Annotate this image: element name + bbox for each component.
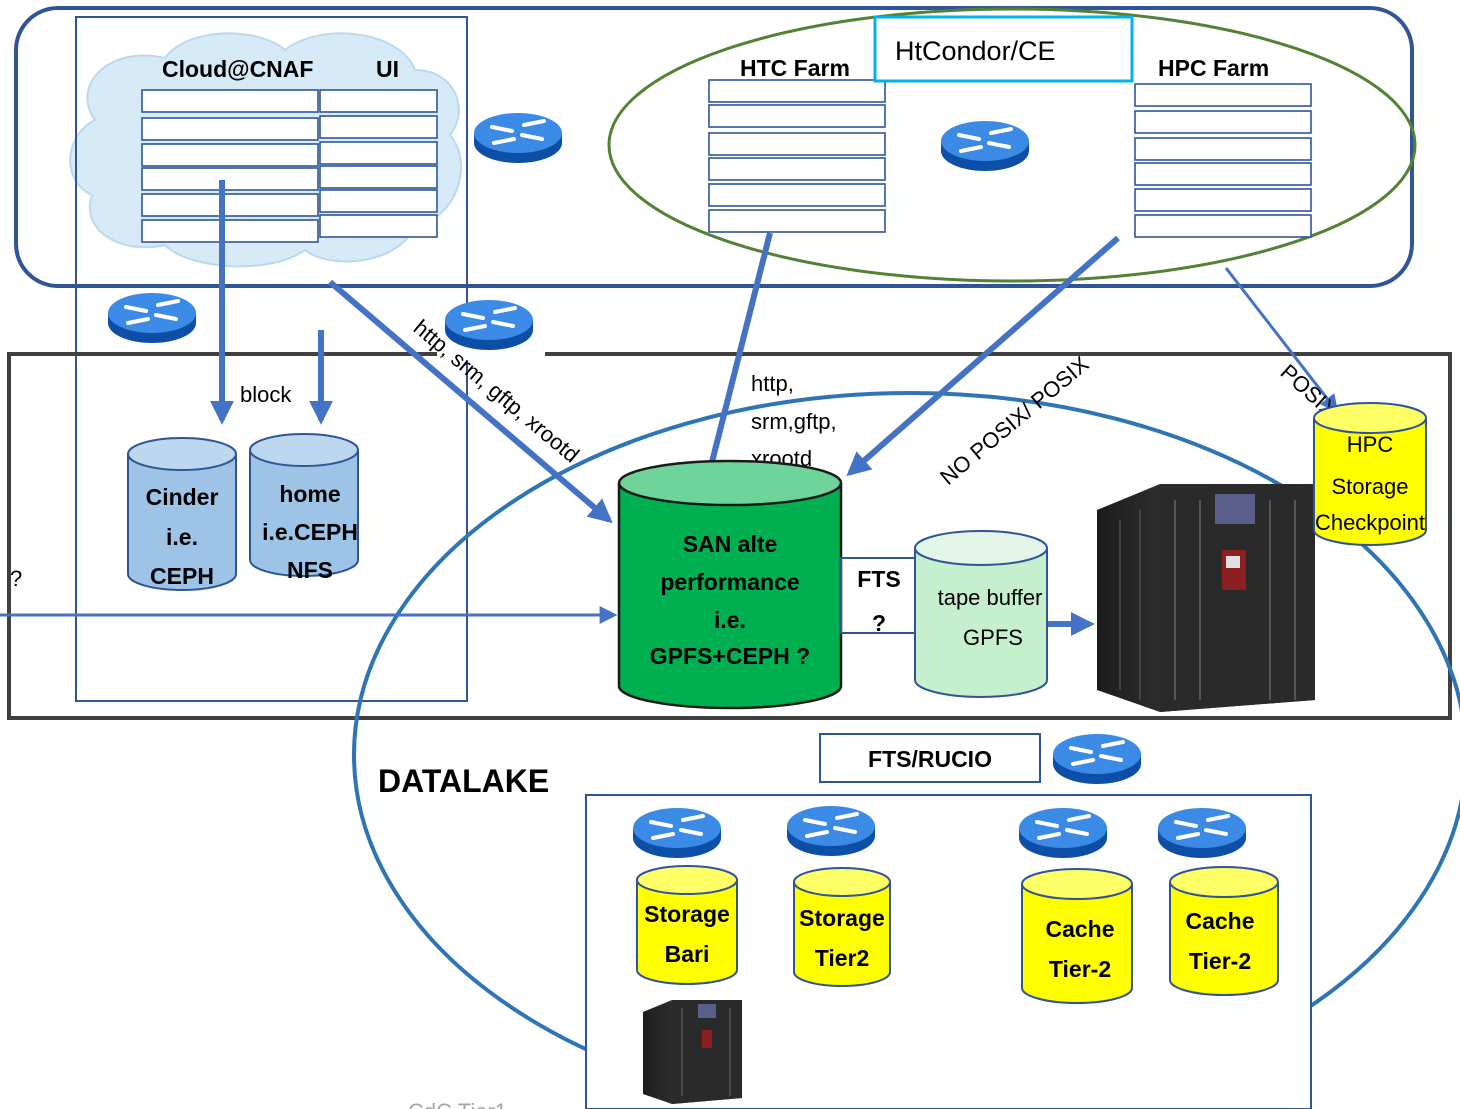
arrow-hpc-to-hpc-storage: [1224, 267, 1339, 413]
cache-a-line-1: Cache: [1045, 916, 1114, 942]
router-icon: [472, 111, 564, 165]
storage-tier2-line-2: Tier2: [815, 945, 870, 971]
router-icon: [1051, 732, 1143, 786]
storage-frame: [7, 352, 1452, 720]
tape-buffer-line-1: tape buffer: [938, 585, 1043, 610]
cinder-line-3: CEPH: [150, 563, 214, 589]
compute-frame: [14, 6, 1414, 288]
cinder-line-1: Cinder: [146, 484, 219, 510]
cache-b-line-2: Tier-2: [1189, 948, 1251, 974]
protocols-line-1: http,: [751, 371, 794, 396]
htc-farm-label: HTC Farm: [740, 55, 850, 81]
hpc-farm-label: HPC Farm: [1158, 55, 1269, 81]
cache-a-line-2: Tier-2: [1049, 956, 1111, 982]
tape-buffer-storage: tape buffer GPFS: [914, 530, 1048, 698]
san-storage: SAN alte performance i.e. GPFS+CEPH ?: [617, 459, 843, 710]
datalake-ellipse: [352, 391, 1460, 1109]
router-icon: [939, 119, 1031, 173]
storage-bari: Storage Bari: [636, 865, 738, 985]
ui-label: UI: [376, 56, 399, 82]
san-line-4: GPFS+CEPH ?: [650, 643, 810, 669]
cloud-server-stack: [141, 89, 319, 243]
cache-b-line-1: Cache: [1185, 908, 1254, 934]
fts-label: FTS: [857, 566, 900, 592]
home-storage: home i.e.CEPH NFS: [249, 433, 359, 583]
hpc-farm-stack: [1134, 83, 1312, 238]
hpc-storage-line-1: HPC: [1347, 432, 1394, 457]
cache-tier2-b: Cache Tier-2: [1169, 866, 1279, 996]
arrow-cloud-to-san: [328, 279, 613, 524]
htcondor-label: HtCondor/CE: [895, 36, 1056, 66]
home-line-3: NFS: [287, 557, 333, 583]
storage-bari-line-1: Storage: [644, 901, 730, 927]
arrow-hpc-to-san: [846, 235, 1120, 477]
home-line-2: i.e.CEPH: [262, 519, 358, 545]
fts-question: ?: [872, 610, 886, 636]
storage-tier2: Storage Tier2: [793, 867, 891, 987]
router-icon: [1017, 806, 1109, 860]
protocols-line-2: srm,gftp,: [751, 409, 837, 434]
storage-tier2-line-1: Storage: [799, 905, 885, 931]
cache-tier2-a: Cache Tier-2: [1021, 868, 1133, 1004]
datalake-label: DATALAKE: [378, 763, 549, 799]
no-posix-label: NO POSIX/ POSIX: [935, 351, 1094, 490]
htc-farm-stack: [708, 79, 886, 233]
router-icon: [106, 291, 198, 345]
hpc-storage-line-3: Checkpoint: [1315, 510, 1425, 535]
storage-bari-line-2: Bari: [665, 941, 710, 967]
line-htc-to-san: [709, 232, 773, 463]
router-icon: [785, 804, 877, 858]
hpc-storage-line-2: Storage: [1331, 474, 1408, 499]
fts-rucio-label: FTS/RUCIO: [868, 746, 992, 772]
tape-library-icon: [1097, 484, 1315, 712]
question-left-label: ?: [10, 566, 22, 591]
san-line-1: SAN alte: [683, 531, 778, 557]
fts-rucio-box: [819, 733, 1041, 783]
cloud-cnaf-label: Cloud@CNAF: [162, 56, 313, 82]
tape-buffer-line-2: GPFS: [963, 625, 1023, 650]
san-line-3: i.e.: [714, 607, 746, 633]
tape-library-icon: [643, 1000, 742, 1104]
hpc-storage: HPC Storage Checkpoint: [1313, 402, 1427, 546]
home-line-1: home: [279, 481, 340, 507]
router-icon: [1156, 806, 1248, 860]
ui-server-stack: [319, 89, 438, 238]
farm-ellipse: [607, 7, 1417, 283]
cinder-storage: Cinder i.e. CEPH: [127, 437, 237, 591]
block-label: block: [240, 382, 292, 407]
cinder-line-2: i.e.: [166, 524, 198, 550]
san-line-2: performance: [660, 569, 799, 595]
htcondor-box: [873, 15, 1134, 83]
footer-label: CdC Tier1: [408, 1099, 507, 1109]
router-icon: [631, 806, 723, 860]
